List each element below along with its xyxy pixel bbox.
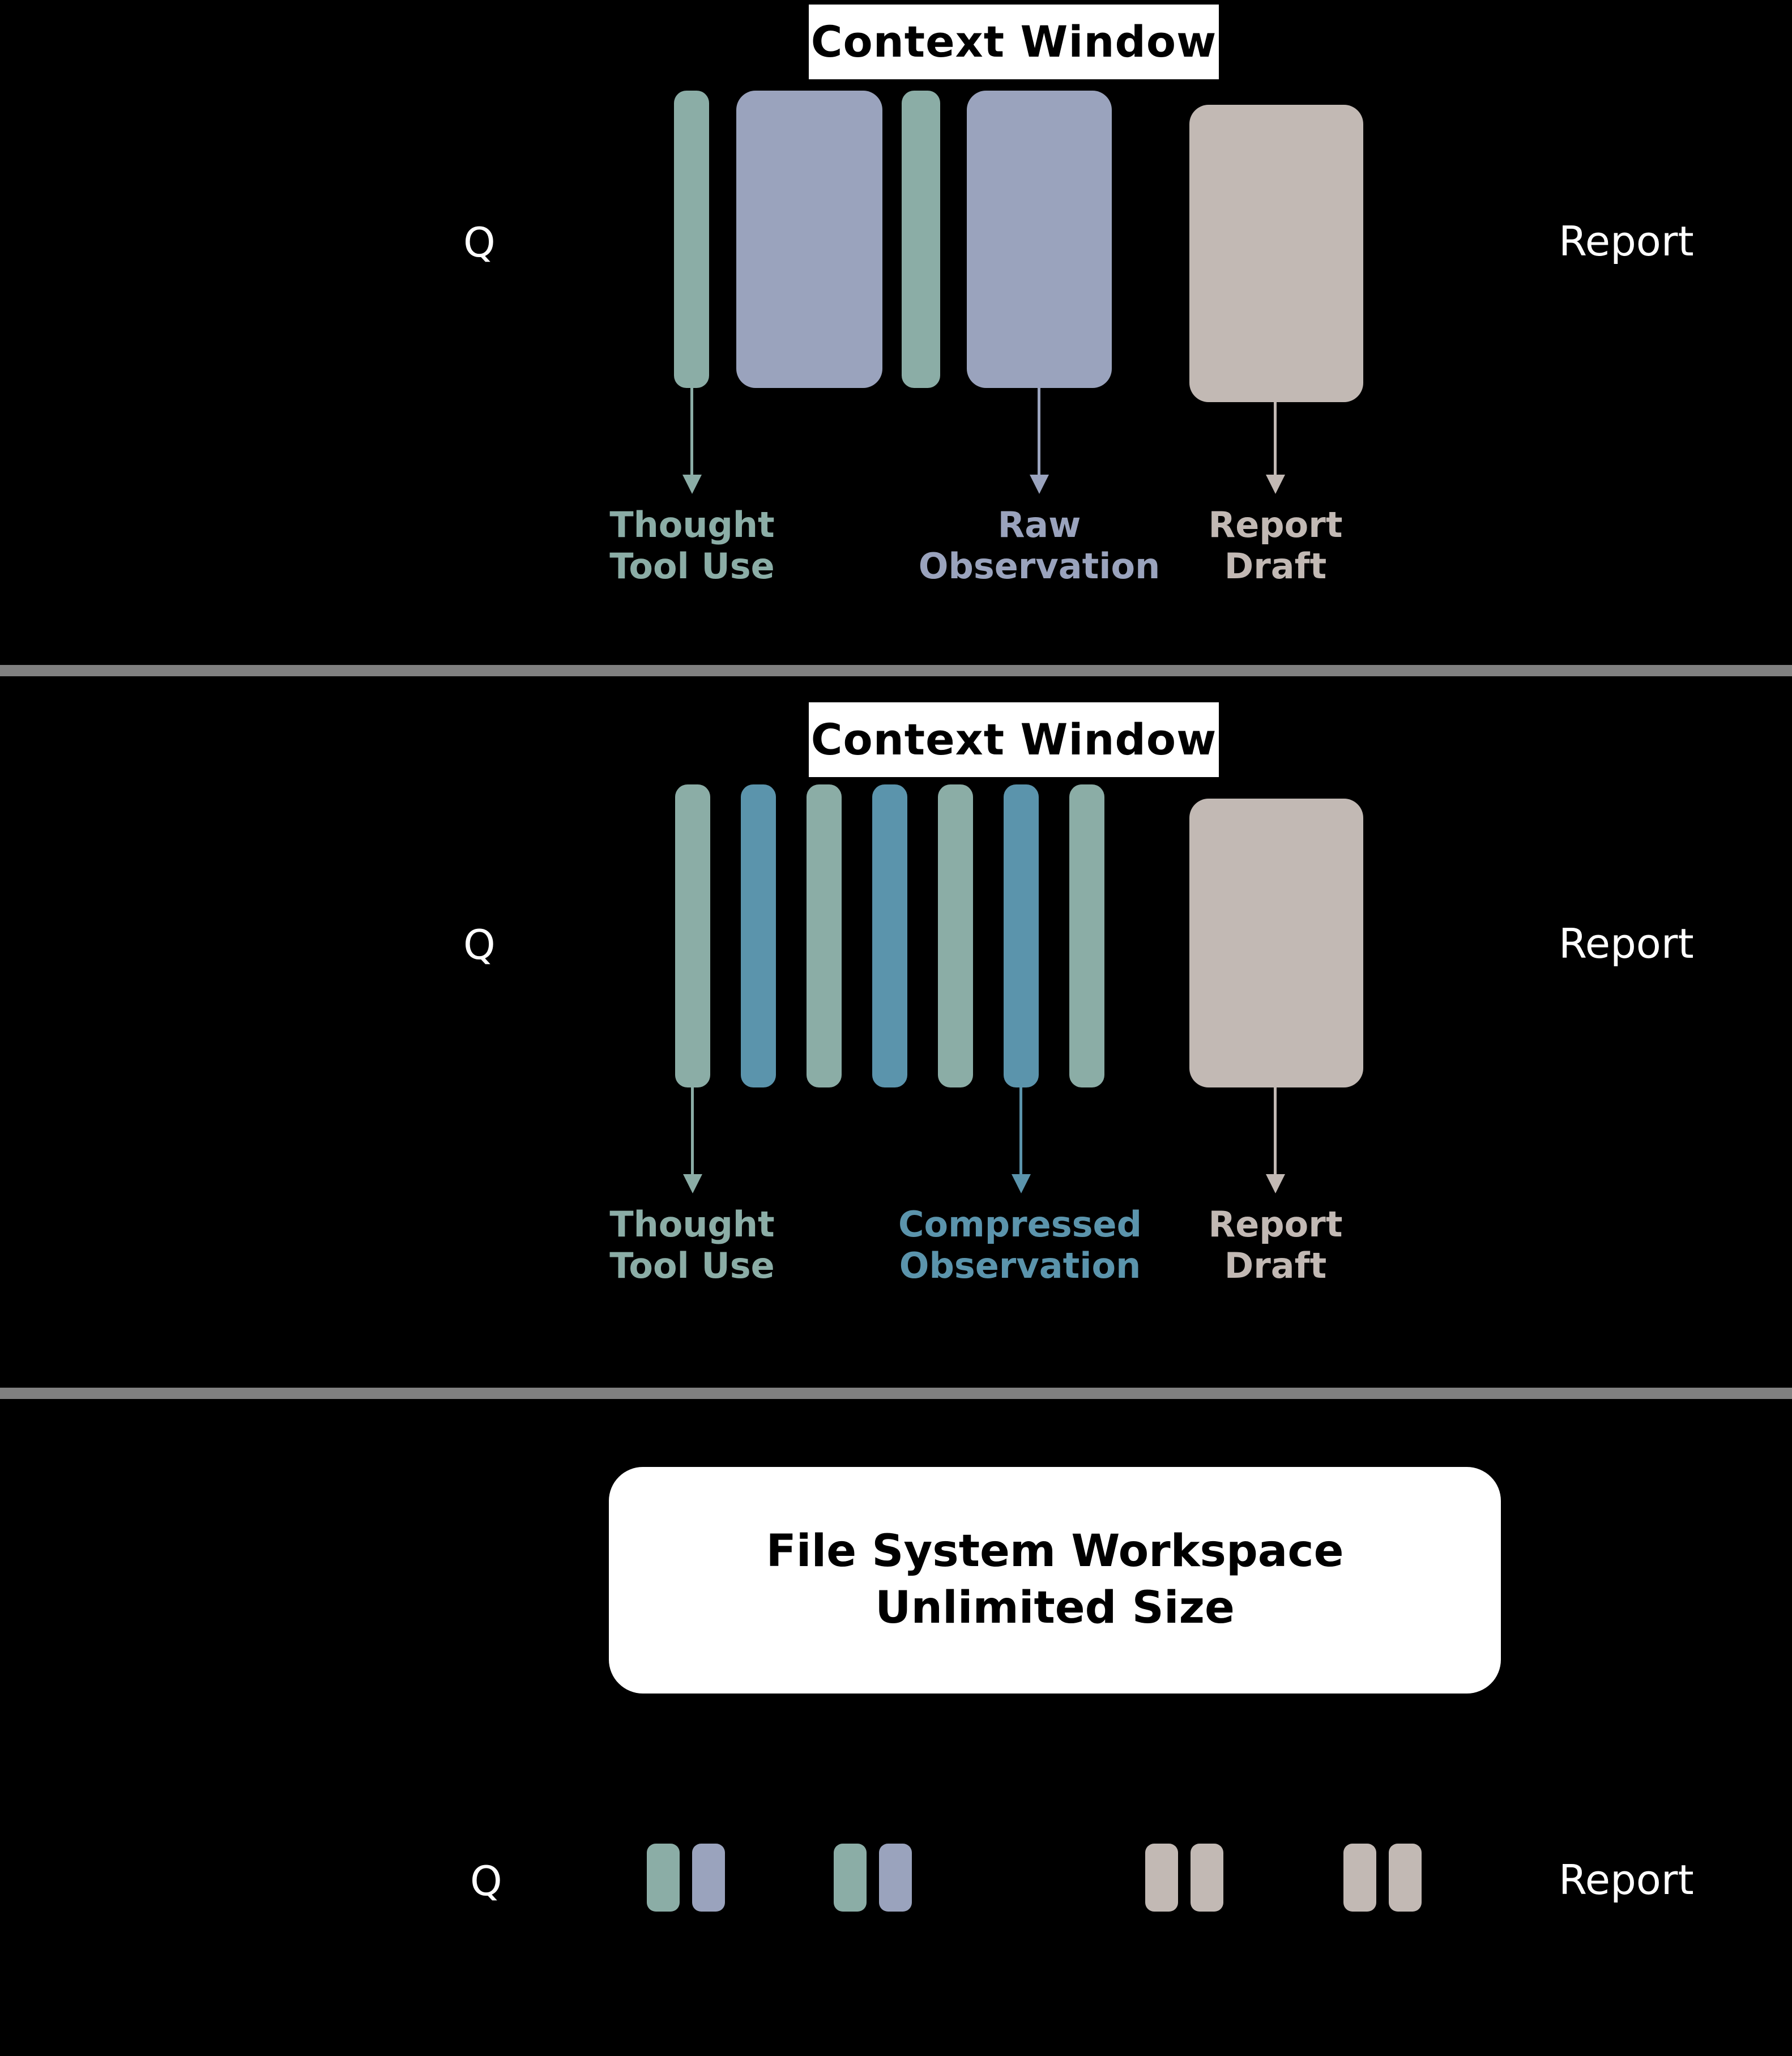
thought-tool-use-bar-2	[902, 91, 940, 388]
annotation-line: Report	[1208, 504, 1343, 545]
report-draft-arrowhead	[1266, 1174, 1285, 1193]
annotation-line: Observation	[918, 545, 1160, 587]
report-draft-arrowhead	[1266, 475, 1285, 494]
raw-context-panel: Context Window Q Report Thought Tool Use…	[0, 0, 1792, 665]
report-draft-annotation: Report Draft	[1209, 1204, 1343, 1286]
raw-observation-annotation: Raw Observation	[919, 504, 1160, 587]
raw-observation-bar-1	[736, 91, 882, 388]
raw-observation-bar-2	[879, 1844, 912, 1912]
report-draft-bar	[1189, 105, 1363, 402]
annotation-line: Thought	[609, 504, 775, 545]
thought-tool-use-bar-1	[647, 1844, 680, 1912]
thought-tool-use-arrowhead	[683, 1174, 702, 1193]
raw-observation-leader	[1038, 388, 1040, 476]
q-label-panel-3: Q	[470, 1857, 502, 1905]
file-system-workspace-title: File System Workspace	[766, 1526, 1344, 1577]
q-label-panel-2: Q	[463, 921, 496, 969]
annotation-line: Raw	[997, 504, 1081, 545]
report-draft-annotation: Report Draft	[1209, 504, 1343, 587]
thought-tool-use-bar-2	[834, 1844, 867, 1912]
file-system-workspace-card: File System Workspace Unlimited Size	[609, 1467, 1501, 1694]
compressed-observation-leader	[1019, 1087, 1022, 1175]
report-draft-bar	[1189, 799, 1363, 1087]
annotation-line: Thought	[609, 1204, 775, 1245]
file-system-workspace-subtitle: Unlimited Size	[875, 1582, 1235, 1633]
context-window-box-panel-2: Context Window	[809, 702, 1219, 777]
compressed-observation-bar-2	[872, 784, 907, 1087]
annotation-line: Report	[1208, 1204, 1343, 1245]
raw-observation-arrowhead	[1030, 475, 1049, 494]
annotation-line: Observation	[899, 1245, 1141, 1287]
raw-observation-bar-2	[967, 91, 1112, 388]
report-draft-bar-4	[1389, 1844, 1422, 1912]
report-draft-leader	[1274, 1087, 1277, 1175]
thought-tool-use-annotation: Thought Tool Use	[609, 1204, 774, 1286]
report-draft-bar-2	[1191, 1844, 1223, 1912]
thought-tool-use-leader	[690, 388, 693, 476]
compressed-observation-annotation: Compressed Observation	[898, 1204, 1142, 1286]
report-draft-bar-3	[1343, 1844, 1376, 1912]
context-window-box-panel-1: Context Window	[809, 5, 1219, 79]
report-label-panel-3: Report	[1559, 1856, 1694, 1904]
thought-tool-use-bar-2	[807, 784, 842, 1087]
divider-top	[0, 665, 1792, 676]
compressed-observation-bar-1	[741, 784, 776, 1087]
thought-tool-use-bar-4	[1069, 784, 1104, 1087]
annotation-line: Draft	[1224, 545, 1327, 587]
report-draft-leader	[1274, 402, 1277, 476]
raw-observation-bar-1	[692, 1844, 725, 1912]
thought-tool-use-bar-3	[938, 784, 973, 1087]
thought-tool-use-bar-1	[674, 91, 709, 388]
compressed-context-panel: Context Window Q Report Thought Tool Use…	[463, 702, 1694, 1286]
compressed-observation-bar-3	[1004, 784, 1039, 1087]
report-label-panel-1: Report	[1559, 217, 1694, 265]
q-label-panel-1: Q	[463, 219, 496, 266]
annotation-line: Tool Use	[609, 1245, 775, 1287]
thought-tool-use-annotation: Thought Tool Use	[609, 504, 774, 587]
compressed-observation-arrowhead	[1012, 1174, 1031, 1193]
report-label-panel-2: Report	[1559, 920, 1694, 967]
annotation-line: Tool Use	[609, 545, 775, 587]
annotation-line: Compressed	[898, 1204, 1142, 1245]
divider-bottom	[0, 1388, 1792, 1399]
thought-tool-use-arrowhead	[682, 475, 702, 494]
annotation-line: Draft	[1224, 1245, 1327, 1287]
thought-tool-use-leader	[691, 1087, 694, 1175]
thought-tool-use-bar-1	[675, 784, 710, 1087]
report-draft-bar-1	[1145, 1844, 1178, 1912]
